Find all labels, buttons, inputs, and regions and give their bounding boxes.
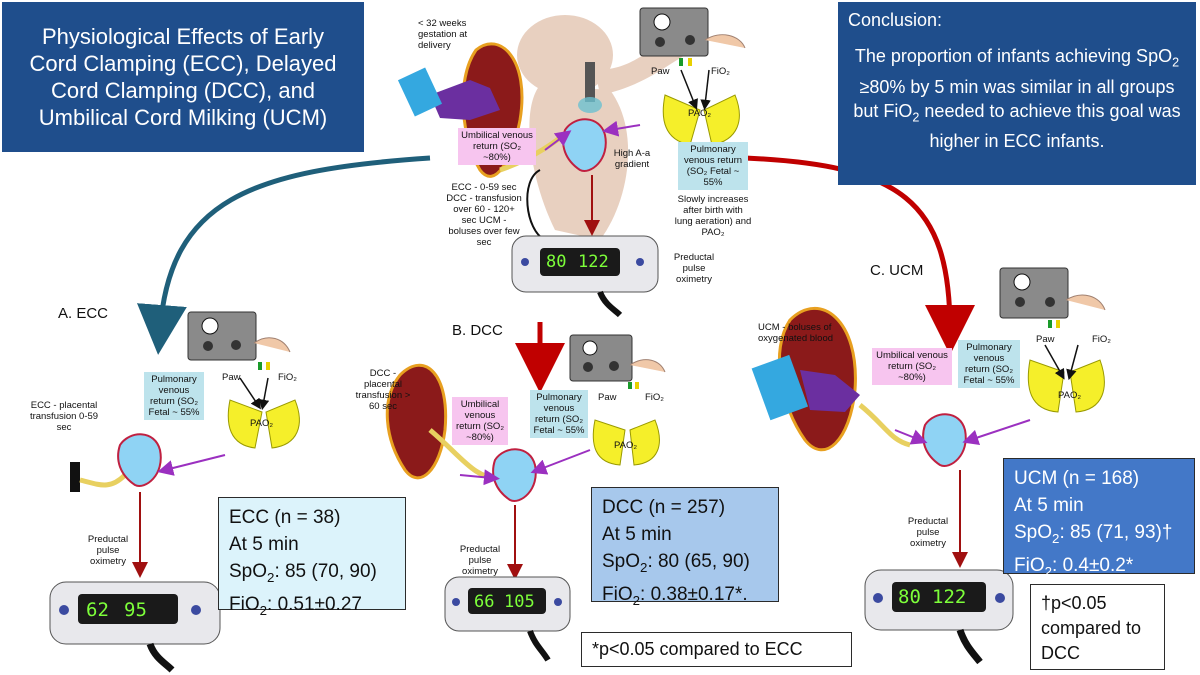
dcc-result-spo2: SpO2: 80 (65, 90)	[602, 551, 750, 575]
conclusion-heading: Conclusion:	[848, 10, 943, 30]
ucm-umbilical-label: Umbilical venous return (SO₂ ~80%)	[872, 348, 952, 385]
ucm-pulse-oximeter	[864, 569, 1014, 665]
dcc-oximetry-label: Preductal pulse oximetry	[459, 544, 501, 577]
top-timing-label: ECC - 0-59 sec DCC - transfusion over 60…	[446, 182, 522, 248]
ucm-section-label: C. UCM	[870, 262, 924, 279]
dcc-result-fio2: FiO2: 0.38±0.17*.	[602, 583, 748, 608]
top-ventilator	[639, 7, 746, 66]
ucm-lungs	[1027, 344, 1105, 413]
ucm-result-fio2: FiO2: 0.4±0.2*	[1014, 554, 1134, 579]
ucm-pulmonary-label: Pulmonary venous return (SO₂ Fetal ~ 55%	[958, 340, 1020, 388]
top-oximeter-spo2: 80	[546, 252, 567, 272]
ucm-results-box: UCM (n = 168) At 5 min SpO2: 85 (71, 93)…	[1003, 458, 1195, 579]
ucm-paw-label: Paw	[1036, 334, 1055, 345]
top-oximeter-hr: 122	[578, 252, 609, 272]
ecc-fio2-label: FiO₂	[278, 372, 297, 383]
ecc-result-fio2: FiO2: 0.51±0.27	[229, 593, 362, 618]
top-lungs	[662, 69, 740, 146]
ucm-oximeter-hr: 122	[932, 586, 967, 608]
dcc-umbilical-label: Umbilical venous return (SO₂ ~80%)	[452, 397, 508, 445]
ecc-oximetry-label: Preductal pulse oximetry	[87, 534, 129, 567]
ucm-significance-note: †p<0.05 compared to DCC	[1030, 584, 1165, 670]
top-oximetry-label: Preductal pulse oximetry	[673, 252, 715, 285]
top-high-gradient-label: High A-a gradient	[613, 148, 651, 170]
ucm-result-spo2: SpO2: 85 (71, 93)†	[1014, 522, 1173, 546]
ucm-result-time: At 5 min	[1014, 495, 1084, 516]
dcc-oximeter-spo2: 66	[474, 592, 495, 612]
ucm-ventilator	[999, 267, 1106, 328]
dcc-oximeter-hr: 105	[504, 592, 535, 612]
dcc-paw-label: Paw	[598, 392, 617, 403]
top-paw-label: Paw	[651, 66, 670, 77]
dcc-fio2-label: FiO₂	[645, 392, 664, 403]
ecc-oximeter-hr: 95	[124, 599, 147, 621]
dcc-pao2-label: PAO₂	[614, 440, 638, 451]
ecc-oximeter-spo2: 62	[86, 599, 109, 621]
top-pulse-oximeter	[511, 235, 659, 318]
ecc-result-group: ECC (n = 38)	[229, 507, 341, 528]
conclusion-box: Conclusion: The proportion of infants ac…	[838, 2, 1196, 185]
ecc-paw-label: Paw	[222, 372, 241, 383]
dcc-heart	[492, 448, 537, 502]
ecc-result-time: At 5 min	[229, 534, 299, 555]
ucm-boluses-label: UCM - boluses of oxygenated blood	[758, 322, 834, 344]
ecc-pulse-oximeter	[49, 581, 221, 673]
dcc-results-box: DCC (n = 257) At 5 min SpO2: 80 (65, 90)…	[591, 487, 779, 608]
dcc-placenta	[385, 363, 448, 480]
ecc-pao2-label: PAO₂	[250, 418, 274, 429]
top-gestation-label: < 32 weeks gestation at delivery	[418, 18, 468, 51]
top-glove	[397, 67, 500, 120]
ecc-result-spo2: SpO2: 85 (70, 90)	[229, 561, 377, 585]
ecc-results-box: ECC (n = 38) At 5 min SpO2: 85 (70, 90) …	[218, 497, 406, 618]
dcc-section-label: B. DCC	[452, 322, 503, 339]
ecc-ventilator	[187, 311, 291, 370]
ucm-result-group: UCM (n = 168)	[1014, 468, 1140, 489]
ucm-glove	[751, 354, 860, 421]
dcc-ventilator	[569, 334, 666, 389]
ecc-branch-arrow	[137, 155, 431, 355]
ucm-fio2-label: FiO₂	[1092, 334, 1111, 345]
ucm-heart	[922, 413, 967, 467]
dcc-result-time: At 5 min	[602, 524, 672, 545]
top-umbilical-label: Umbilical venous return (SO₂ ~80%)	[458, 128, 536, 165]
dcc-transfusion-label: DCC - placental transfusion > 60 sec	[355, 368, 411, 412]
ecc-section-label: A. ECC	[58, 305, 109, 322]
top-fio2-label: FiO₂	[711, 66, 730, 77]
top-slowly-label: Slowly increases after birth with lung a…	[674, 194, 752, 238]
ucm-oximeter-spo2: 80	[898, 586, 921, 608]
conclusion-body: The proportion of infants achieving SpO2…	[853, 46, 1181, 152]
ucm-branch-arrow	[744, 155, 975, 355]
top-pao2-label: PAO₂	[688, 108, 712, 119]
ecc-pulmonary-label: Pulmonary venous return (SO₂ Fetal ~ 55%	[144, 372, 204, 420]
top-pulmonary-label: Pulmonary venous return (SO₂ Fetal ~ 55%	[678, 142, 748, 190]
ucm-oximetry-label: Preductal pulse oximetry	[907, 516, 949, 549]
top-heart	[562, 118, 607, 172]
ucm-pao2-label: PAO₂	[1058, 390, 1082, 401]
ecc-clamp	[70, 462, 80, 492]
ecc-heart	[117, 433, 162, 487]
ecc-transfusion-label: ECC - placental transfusion 0-59 sec	[29, 400, 99, 433]
main-title: Physiological Effects of Early Cord Clam…	[2, 2, 364, 152]
dcc-pulmonary-label: Pulmonary venous return (SO₂ Fetal ~ 55%	[530, 390, 588, 438]
dcc-result-group: DCC (n = 257)	[602, 497, 726, 518]
dcc-lungs	[592, 419, 660, 466]
dcc-pulse-oximeter	[444, 576, 571, 662]
ecc-lungs	[227, 377, 300, 449]
dcc-significance-note: *p<0.05 compared to ECC	[581, 632, 852, 667]
